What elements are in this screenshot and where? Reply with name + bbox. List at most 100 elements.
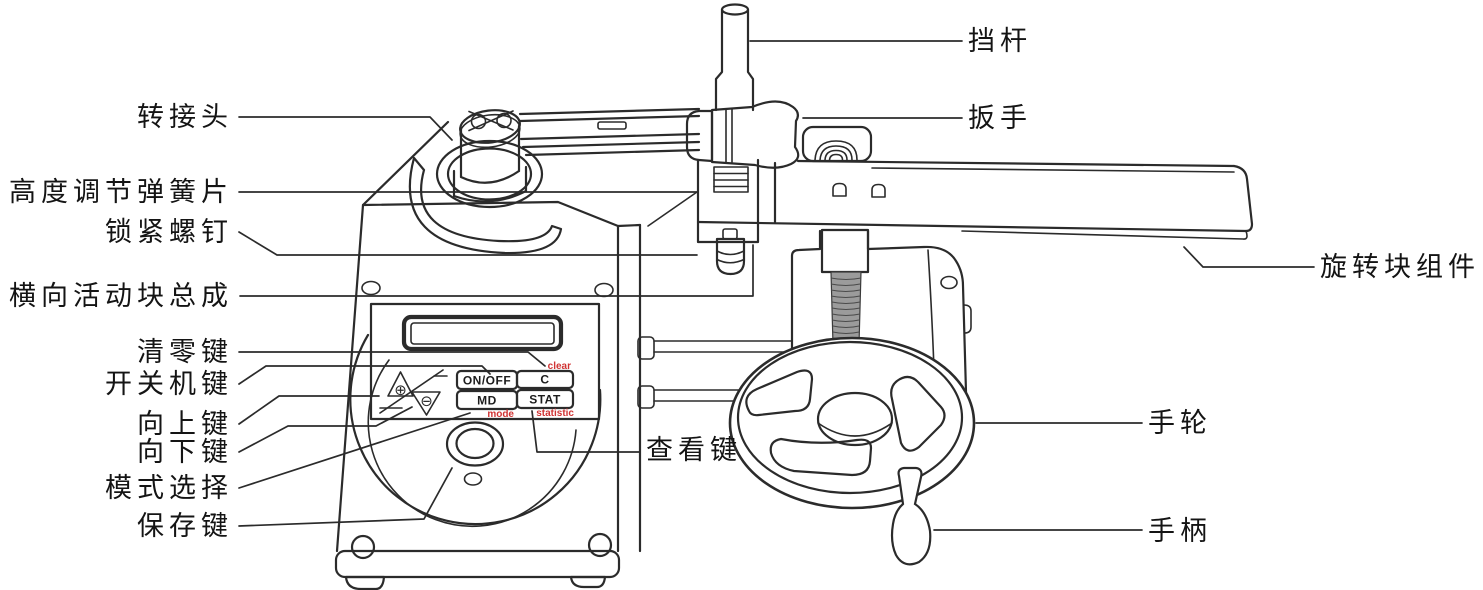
beam-top-inner [871,167,1235,173]
label-height-spring: 高度调节弹簧片 [9,177,233,207]
arm-slot [597,121,627,130]
rod-top [720,3,750,16]
console-front-arc-outer [349,333,602,526]
square-drive-socket-icon [468,110,514,132]
spoke-cutout-right [890,375,946,452]
membrane-buttons: ON/OFF C MD STAT clear mode statistic [455,361,575,420]
thread-ribs [830,277,862,340]
panel-outline [369,302,601,421]
beam-under-strip [961,230,1248,240]
rod-body [714,8,755,112]
screw-bottom-right [587,532,613,558]
console-base-plate [334,549,621,579]
cross-slide-bracket [696,158,777,276]
label-mode-select: 模式选择 [105,473,233,503]
clear-annotation: clear [548,361,571,372]
leader-save-key [238,467,453,527]
plus-circle-icon: ⊕ [394,381,407,399]
label-rotary-block: 旋转块组件 [1320,252,1480,282]
beam-slots [832,182,886,198]
beam-top-edge [796,159,1236,168]
screw-top-right [594,282,614,298]
console-foot-right [569,575,607,589]
lock-screw-cap [722,228,738,240]
console-foot-left [344,575,386,590]
handwheel-rim-outer [728,336,976,510]
minus-circle-icon: ⊖ [420,392,433,410]
label-adapter: 转接头 [137,102,233,132]
leader-lock-screw [238,231,698,256]
leaf-spring-lines [713,172,749,188]
wrench-right-jaw [710,100,800,169]
gearbox-screw [940,275,958,290]
beam-bottom-edge [696,220,1248,233]
adjust-symbols: ⊕ ⊖ [379,369,448,416]
leader-clear-key [238,351,546,367]
arm-shaft-lines [518,107,701,157]
console-front-arc-inner [367,359,577,528]
leader-down-key [238,406,413,453]
adapter-ring-outer [435,139,544,209]
lcd-display-inner [410,322,555,345]
up-triangle-icon [387,371,414,397]
leader-rotary-block [1183,246,1315,268]
console-body [334,120,793,590]
beam-right-end [1232,164,1254,233]
save-round-button-inner [455,427,495,460]
body-brace-line [647,191,698,227]
label-clear-key: 清零键 [137,337,233,367]
leader-cross-block [239,244,754,297]
bracket-frame [696,158,777,244]
adapter-pedestal [452,165,528,203]
label-power-key: 开关机键 [105,369,233,399]
label-up-key: 向上键 [137,409,233,439]
gearbox-side-tab [963,304,972,334]
crank-handle [890,466,932,566]
on-off-button-label: ON/OFF [463,374,511,388]
gearbox-body [790,228,972,472]
save-round-button [445,421,505,467]
rail-tab-upper [637,336,655,360]
console-left-edge [335,120,450,553]
md-button-label: MD [477,394,497,408]
beam-nut-coils [814,140,858,161]
c-button-label: C [540,373,549,387]
wrench-seams [725,108,733,163]
c-button [515,369,575,390]
torque-arm [518,107,701,157]
stop-rod [714,3,755,112]
label-handwheel: 手轮 [1148,408,1212,438]
adapter-ring-inner [446,147,533,201]
label-view-key: 查看键 [646,435,742,465]
adapter-assembly [408,109,563,255]
callout-labels: 转接头 高度调节弹簧片 锁紧螺钉 横向活动块总成 清零键 开关机键 向上键 向下… [9,26,1480,546]
label-save-key: 保存键 [137,511,233,541]
lock-screw-rings [716,250,745,264]
statistic-annotation: statistic [536,408,574,419]
label-handle: 手柄 [1148,516,1212,546]
handwheel-hub [816,391,894,447]
leader-up-key [238,395,380,425]
handwheel [728,336,976,510]
stat-button-label: STAT [529,393,561,407]
leader-power-key [238,365,491,385]
handwheel-hub-base [817,422,893,437]
screw-bottom-left [350,534,376,560]
label-lock-screw: 锁紧螺钉 [105,217,233,247]
adapter-cylinder [459,124,521,184]
mode-annotation: mode [487,409,514,420]
label-stop-rod: 挡杆 [968,26,1032,56]
label-wrench: 扳手 [968,103,1032,133]
wrench-left-jaw [685,109,714,163]
indicator-oval [463,472,483,486]
leader-mode-select [238,412,471,489]
beam-nut [801,125,873,163]
leader-view-key [531,410,641,453]
rotary-beam [696,125,1254,240]
handwheel-rim-inner [736,340,964,495]
adapter-top-rim [459,113,521,149]
leadscrew-block [820,228,870,274]
guide-rails [653,340,793,402]
